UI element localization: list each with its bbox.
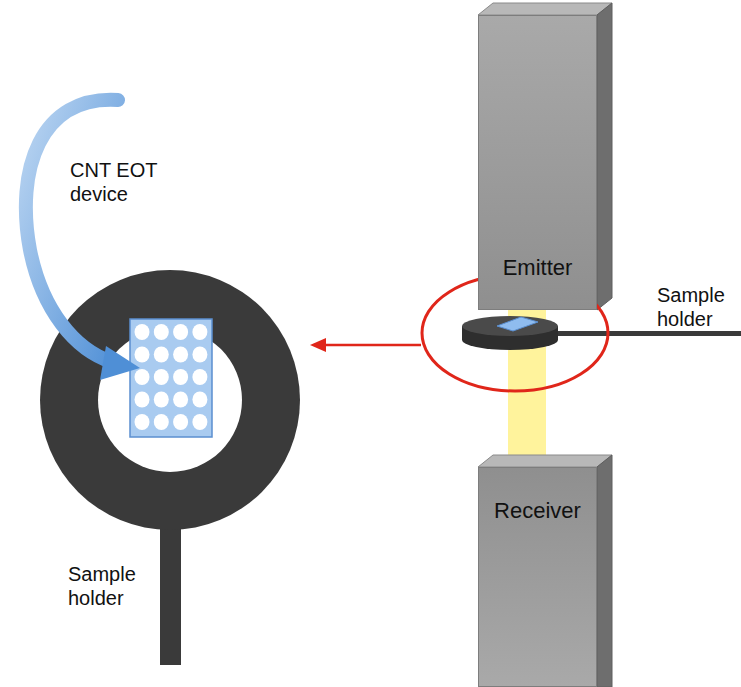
hole xyxy=(135,414,150,430)
hole xyxy=(173,392,188,408)
device-label: CNT EOT device xyxy=(70,158,182,206)
receiver-box: Receiver xyxy=(478,467,597,687)
hole xyxy=(173,369,188,385)
holder-label: Sample holder xyxy=(657,283,737,331)
holder-label: Sample holder xyxy=(68,562,158,610)
pointer-arrowhead xyxy=(100,346,140,380)
hole xyxy=(154,392,169,408)
holder-disk-top xyxy=(462,316,558,336)
hole xyxy=(192,347,207,363)
pointer-arrow xyxy=(26,100,118,362)
zoom-arrowhead xyxy=(310,338,326,352)
hole xyxy=(154,414,169,430)
hole xyxy=(135,392,150,408)
hole xyxy=(154,369,169,385)
receiver-side xyxy=(597,455,612,687)
emitter-side xyxy=(597,3,612,310)
zoom-arrow xyxy=(322,344,421,347)
holder-handle xyxy=(160,515,181,665)
hole xyxy=(192,369,207,385)
hole xyxy=(135,324,150,340)
hole xyxy=(173,347,188,363)
hole xyxy=(192,392,207,408)
hole xyxy=(154,324,169,340)
hole xyxy=(192,414,207,430)
hole xyxy=(192,324,207,340)
hole xyxy=(154,347,169,363)
emitter-box: Emitter xyxy=(478,15,597,310)
hole xyxy=(173,324,188,340)
hole xyxy=(135,347,150,363)
hole-array xyxy=(135,324,208,430)
holder-ring xyxy=(40,270,300,530)
cnt-eot-device xyxy=(130,319,212,437)
hole xyxy=(173,414,188,430)
sample-chip xyxy=(497,317,538,331)
receiver-top xyxy=(478,455,612,467)
box-label: Emitter xyxy=(503,255,573,281)
hole xyxy=(135,369,150,385)
box-label: Receiver xyxy=(494,498,581,524)
holder-rod xyxy=(550,331,741,336)
emitter-top xyxy=(478,3,612,15)
